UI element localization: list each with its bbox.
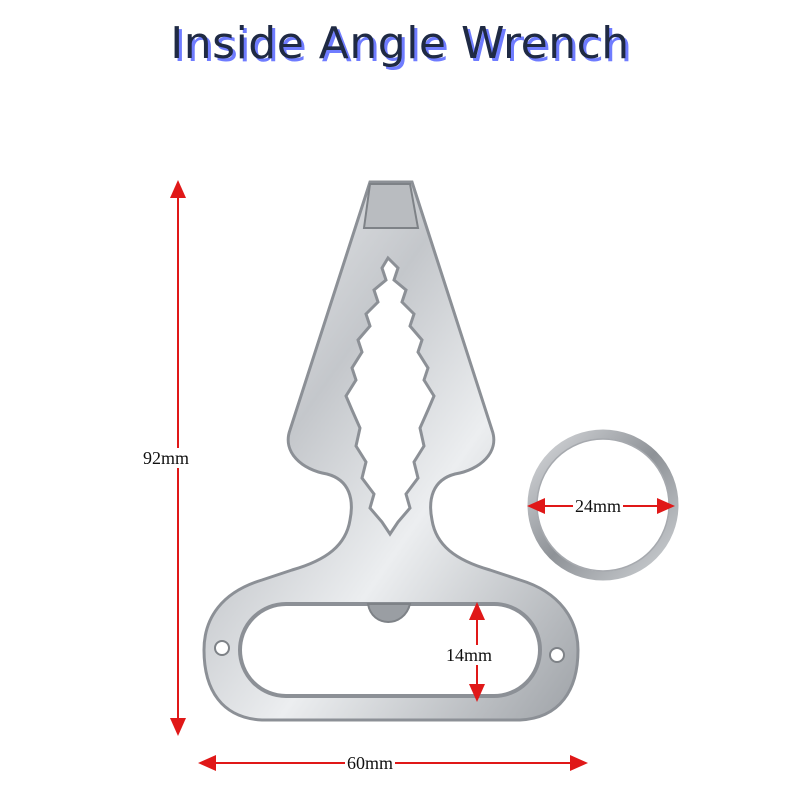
slot-notch: [366, 603, 412, 623]
height-label: 92mm: [141, 448, 192, 468]
serrated-opening: [344, 255, 436, 537]
width-label: 60mm: [345, 753, 396, 773]
ring-diameter-label: 24mm: [573, 496, 624, 516]
left-hole: [214, 640, 230, 656]
right-hole: [549, 647, 565, 663]
slot-height-label: 14mm: [444, 645, 495, 665]
wrench-tip: [362, 183, 420, 229]
wrench: [202, 180, 580, 722]
product-title: Inside Angle Wrench: [170, 18, 630, 69]
